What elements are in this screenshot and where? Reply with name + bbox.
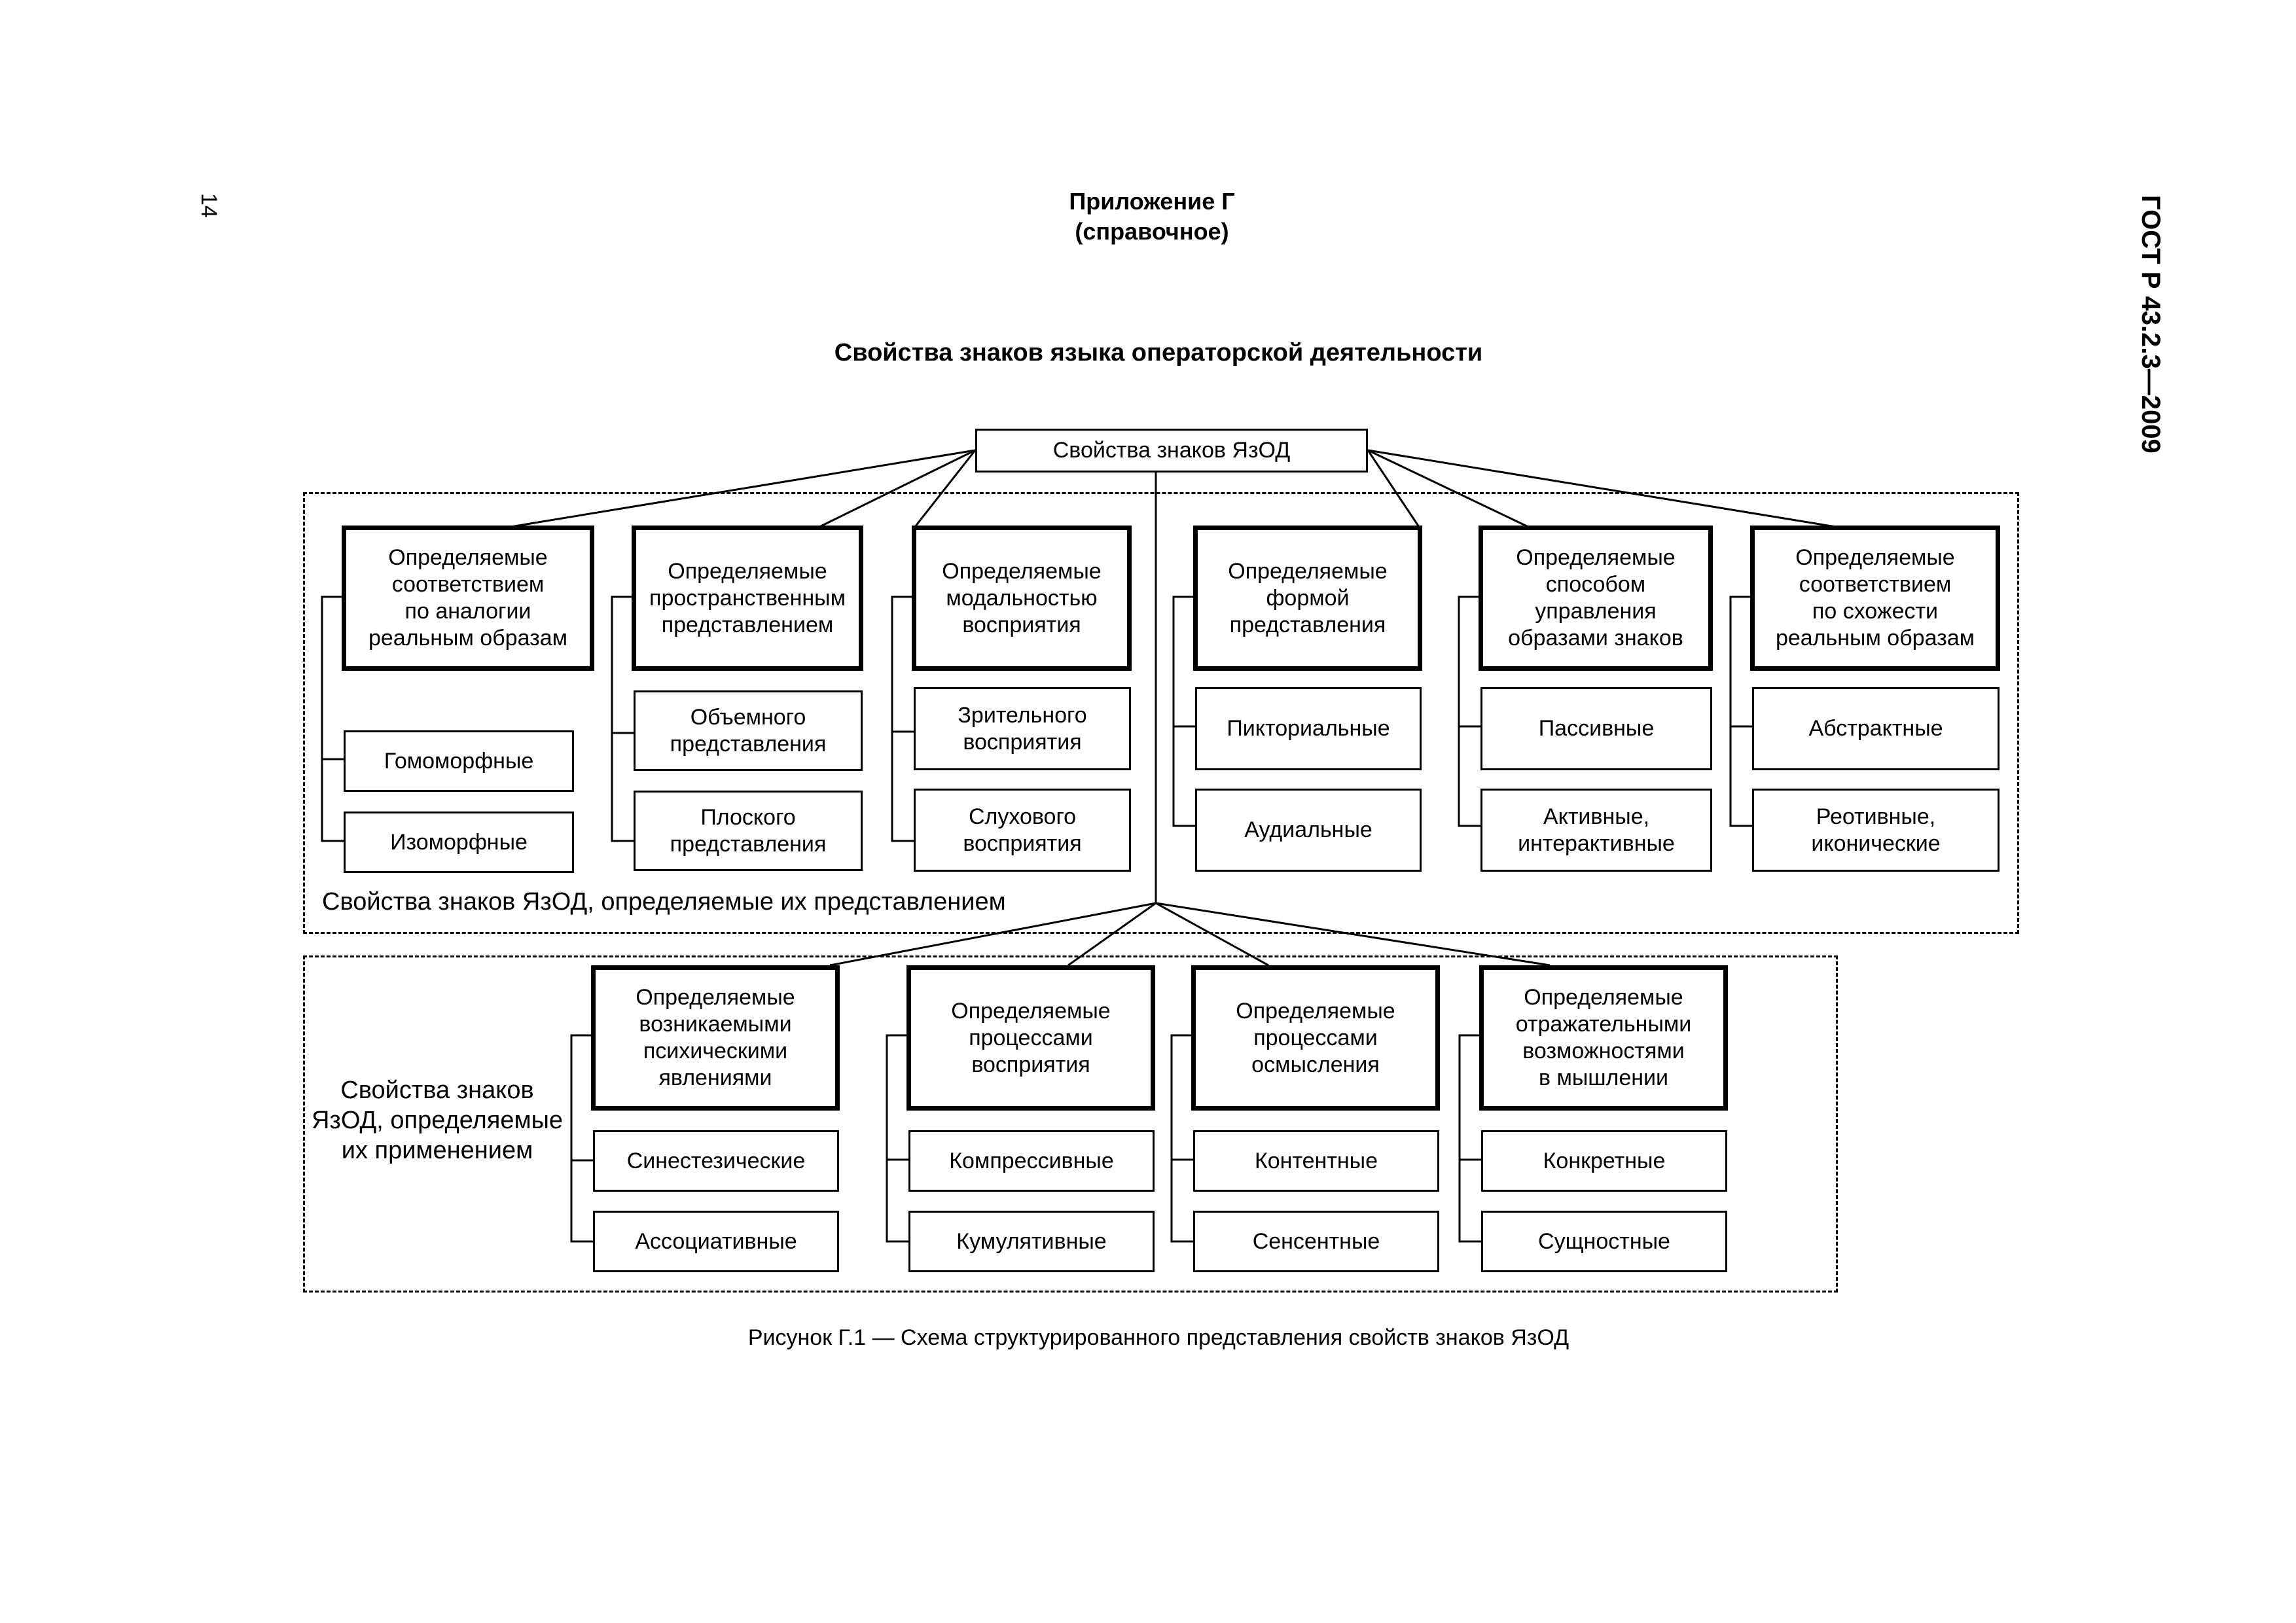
connector-root-col2	[819, 449, 976, 528]
connector-trunk-col3	[1155, 902, 1269, 967]
g2-col1-header: Определяемые возникаемыми психическими я…	[591, 965, 840, 1111]
root-box: Свойства знаков ЯзОД	[975, 429, 1368, 473]
g2-col4-header: Определяемые отражательными возможностям…	[1479, 965, 1728, 1111]
g2-col2-item1: Компрессивные	[908, 1130, 1155, 1192]
connector-root-col1	[510, 449, 976, 528]
bracket-g1-col3	[891, 596, 914, 842]
bracket-g1-col6	[1729, 596, 1752, 827]
root-label: Свойства знаков ЯзОД	[1052, 438, 1291, 463]
g1-col2-header: Определяемые пространственным представле…	[632, 526, 863, 671]
connector-trunk-col2	[1067, 902, 1157, 967]
group-application	[303, 955, 1838, 1293]
appendix-header: Приложение Г (справочное)	[916, 187, 1388, 247]
figure-caption: Рисунок Г.1 — Схема структурированного п…	[747, 1325, 1570, 1350]
g1-col1-header: Определяемые соответствием по аналогии р…	[342, 526, 594, 671]
g1-col6-item2: Реотивные, иконические	[1752, 789, 2000, 872]
bracket-g2-col4	[1458, 1034, 1481, 1243]
g1-col1-item1: Гомоморфные	[344, 730, 574, 792]
bracket-g1-col5	[1458, 596, 1480, 827]
g2-col3-header: Определяемые процессами осмысления	[1191, 965, 1440, 1111]
bracket-g2-col3	[1170, 1034, 1193, 1243]
connector-root-col3	[914, 450, 977, 527]
g1-col3-header: Определяемые модальностью восприятия	[912, 526, 1132, 671]
g2-col2-item2: Кумулятивные	[908, 1211, 1155, 1272]
bracket-g1-col2	[611, 596, 634, 842]
appendix-kind: (справочное)	[1075, 218, 1229, 245]
g1-col2-item1: Объемного представления	[634, 690, 863, 771]
g1-col5-item1: Пассивные	[1480, 687, 1712, 770]
g1-col1-item2: Изоморфные	[344, 812, 574, 873]
connector-trunk-col1	[829, 902, 1157, 967]
g2-col2-header: Определяемые процессами восприятия	[906, 965, 1155, 1111]
g2-col1-item2: Ассоциативные	[593, 1211, 839, 1272]
g2-col3-item2: Сенсентные	[1193, 1211, 1439, 1272]
g1-col4-item1: Пикториальные	[1195, 687, 1422, 770]
g1-col2-item2: Плоского представления	[634, 791, 863, 871]
g1-col5-header: Определяемые способом управления образам…	[1479, 526, 1713, 671]
g1-col6-item1: Абстрактные	[1752, 687, 2000, 770]
connector-root-col4	[1367, 450, 1420, 527]
g1-col6-header: Определяемые соответствием по схожести р…	[1750, 526, 2000, 671]
bracket-g1-col4	[1172, 596, 1195, 827]
group-application-label: Свойства знаков ЯзОД, определяемые их пр…	[311, 1077, 564, 1164]
g2-col1-item1: Синестезические	[593, 1130, 839, 1192]
bracket-g1-col1	[321, 596, 344, 842]
g2-col3-item1: Контентные	[1193, 1130, 1439, 1192]
group-representation-label: Свойства знаков ЯзОД, определяемые их пр…	[322, 888, 1006, 916]
connector-trunk-col4	[1155, 902, 1551, 967]
appendix-title: Приложение Г	[1069, 188, 1235, 215]
g2-col4-item2: Сущностные	[1481, 1211, 1727, 1272]
g1-col5-item2: Активные, интерактивные	[1480, 789, 1712, 872]
g1-col3-item2: Слухового восприятия	[914, 789, 1131, 872]
connector-root-col5	[1367, 449, 1529, 528]
bracket-g2-col2	[886, 1034, 908, 1243]
group-representation	[303, 492, 2019, 934]
connector-root-col6	[1367, 449, 1837, 528]
g1-col3-item1: Зрительного восприятия	[914, 687, 1131, 770]
g1-col4-item2: Аудиальные	[1195, 789, 1422, 872]
g1-col4-header: Определяемые формой представления	[1193, 526, 1422, 671]
g2-col4-item1: Конкретные	[1481, 1130, 1727, 1192]
bracket-g2-col1	[570, 1034, 593, 1243]
section-title: Свойства знаков языка операторской деяте…	[834, 339, 1483, 366]
